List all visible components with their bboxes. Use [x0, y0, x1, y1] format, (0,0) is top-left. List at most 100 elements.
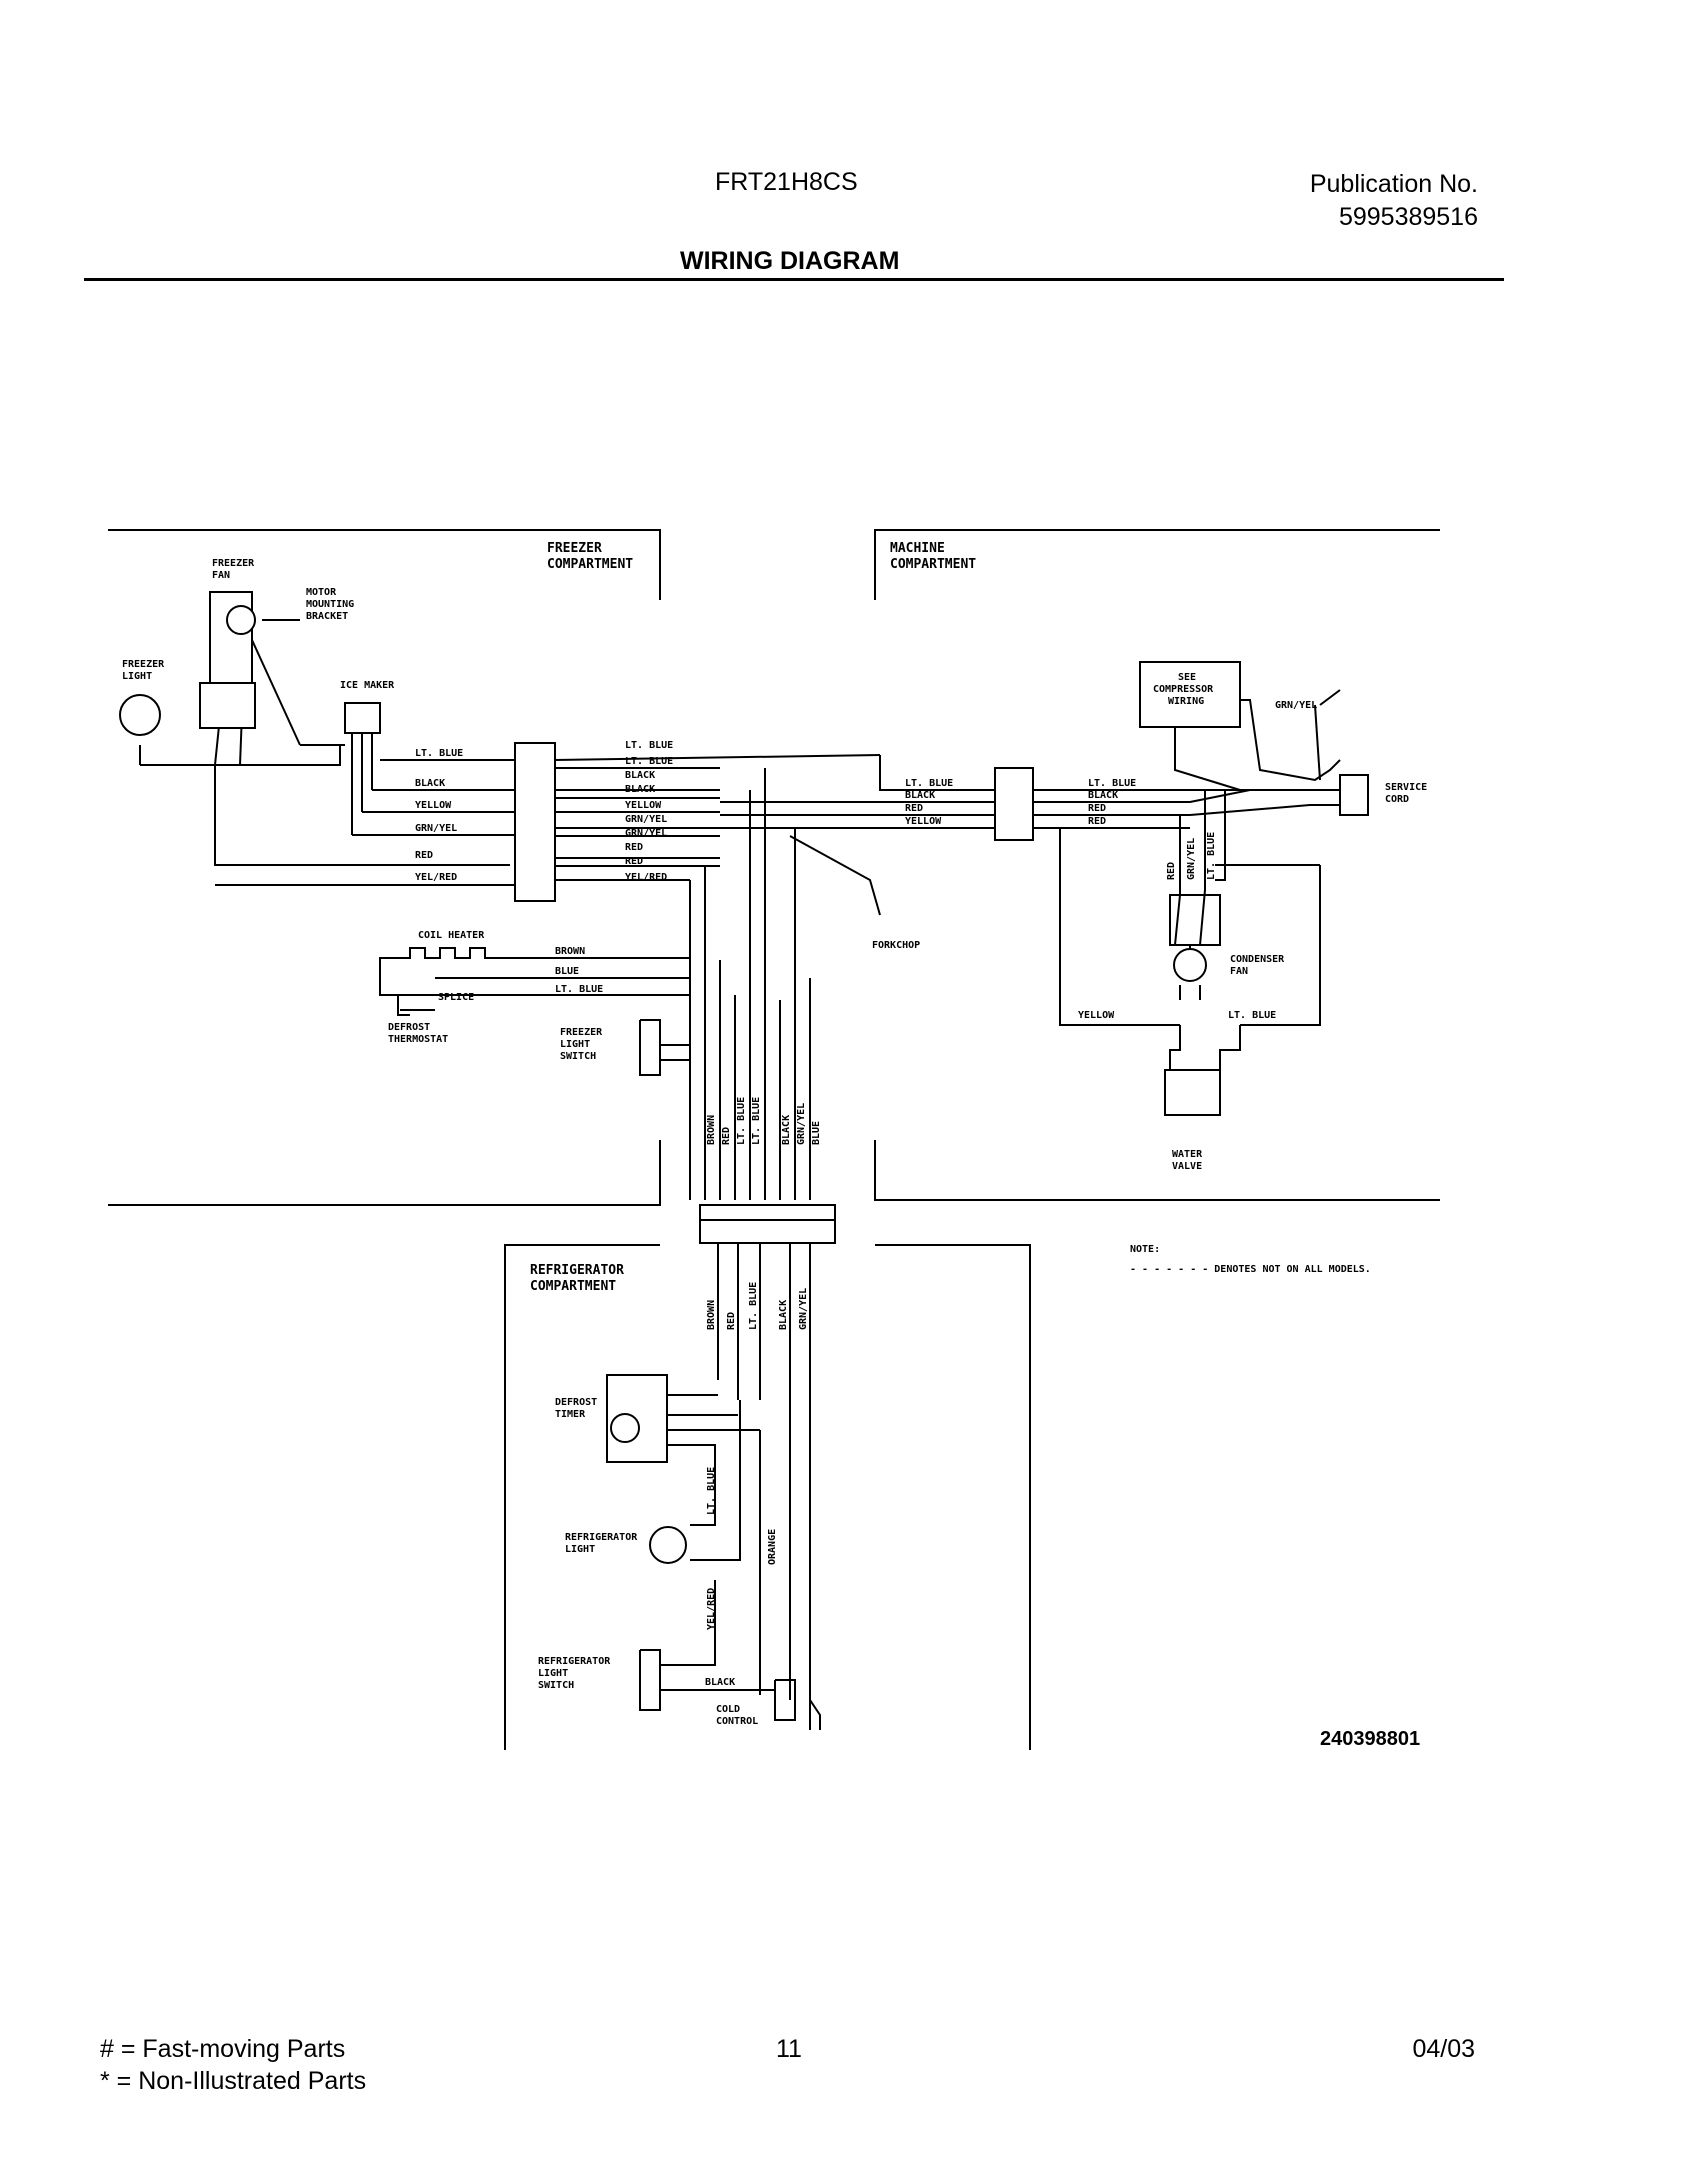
wire-label: LT. BLUE — [706, 1467, 717, 1515]
wire-label: LT. BLUE — [1228, 1010, 1276, 1021]
wire-label: BLACK — [781, 1115, 792, 1145]
wire-label: RED — [905, 803, 923, 814]
wire-label: YEL/RED — [706, 1588, 717, 1630]
wire-label: LT. BLUE — [625, 756, 673, 767]
water-valve-body — [1164, 1069, 1221, 1116]
freezer-fan-label: FREEZER — [212, 558, 255, 569]
legend-fast-moving: # = Fast-moving Parts — [100, 2035, 346, 2063]
note-block: NOTE: - - - - - - - DENOTES NOT ON ALL M… — [1130, 1244, 1371, 1275]
wire-label: LT. BLUE — [555, 984, 603, 995]
wire-labels: LT. BLUE BLACK YELLOW GRN/YEL RED YEL/RE… — [415, 700, 1317, 1688]
machine-compartment-label: MACHINE — [890, 541, 945, 556]
machine-compartment-label-2: COMPARTMENT — [890, 557, 976, 572]
note-label: NOTE: — [1130, 1244, 1160, 1255]
motor-label-3: BRACKET — [306, 611, 348, 622]
drawing-number: 240398801 — [1320, 1728, 1420, 1750]
wire-label: BROWN — [555, 946, 585, 957]
wire-label: LT. BLUE — [625, 740, 673, 751]
ice-maker-label: ICE MAKER — [340, 680, 395, 691]
condenser-fan-label-2: FAN — [1230, 966, 1248, 977]
wire-label: LT. BLUE — [1088, 778, 1136, 789]
service-cord-label-2: CORD — [1385, 794, 1409, 805]
page-number: 11 — [776, 2035, 802, 2063]
wire-label: RED — [415, 850, 433, 861]
freezer-fan-label-2: FAN — [212, 570, 230, 581]
service-cord-label: SERVICE — [1385, 782, 1427, 793]
publication-number: 5995389516 — [1338, 203, 1478, 231]
freezer-compartment-label: FREEZER — [547, 541, 602, 556]
ice-maker-plug — [344, 702, 381, 734]
title-rule — [84, 278, 1504, 281]
defrost-thermostat-label-2: THERMOSTAT — [388, 1034, 448, 1045]
wire-label: BLACK — [625, 784, 655, 795]
wire-label: BROWN — [706, 1115, 717, 1145]
freezer-light-bulb — [119, 694, 161, 736]
freezer-compartment-label-2: COMPARTMENT — [547, 557, 633, 572]
wire-label: GRN/YEL — [798, 1288, 809, 1330]
defrost-timer-label-2: TIMER — [555, 1409, 586, 1420]
compartment-labels: FREEZER COMPARTMENT MACHINE COMPARTMENT … — [530, 541, 976, 1294]
wire-label: BLUE — [811, 1121, 822, 1145]
wire-label: BLUE — [555, 966, 579, 977]
publication-block: Publication No. 5995389516 — [1310, 168, 1478, 234]
wire-label: BLACK — [415, 778, 445, 789]
wire-label: RED — [726, 1312, 737, 1330]
freezer-light-switch-label-3: SWITCH — [560, 1051, 596, 1062]
wire-label: RED — [1088, 803, 1106, 814]
wire-label: RED — [625, 856, 643, 867]
wire-label: RED — [1088, 816, 1106, 827]
wire-label: YELLOW — [415, 800, 452, 811]
cold-control-label: COLD — [716, 1704, 740, 1715]
wires — [139, 591, 1369, 1730]
condenser-fan-motor — [1173, 948, 1207, 982]
refrigerator-light-label-2: LIGHT — [565, 1544, 595, 1555]
wire-label: BLACK — [625, 770, 655, 781]
wire-label: YELLOW — [905, 816, 942, 827]
wire-label: YELLOW — [625, 800, 662, 811]
legend-non-illustrated: * = Non-Illustrated Parts — [100, 2067, 367, 2095]
defrost-timer-label: DEFROST — [555, 1397, 597, 1408]
left-connector — [514, 742, 556, 902]
wire-label: YEL/RED — [625, 872, 667, 883]
defrost-timer-motor — [610, 1413, 640, 1443]
compressor-note-label-3: WIRING — [1168, 696, 1204, 707]
wire-label: YEL/RED — [415, 872, 457, 883]
wire-label: LT. BLUE — [751, 1097, 762, 1145]
wire-label: BLACK — [778, 1300, 789, 1330]
wire-label: RED — [1166, 862, 1177, 880]
page-title: WIRING DIAGRAM — [680, 247, 900, 275]
wire-label: LT. BLUE — [905, 778, 953, 789]
forkchop-label: FORKCHOP — [872, 940, 920, 951]
freezer-fan-motor — [226, 605, 256, 635]
compressor-note-label: SEE — [1178, 672, 1196, 683]
symbols — [119, 605, 1207, 1564]
wire-label: LT. BLUE — [748, 1282, 759, 1330]
wire-label: LT. BLUE — [736, 1097, 747, 1145]
component-labels: FREEZER FAN MOTOR MOUNTING BRACKET FREEZ… — [122, 558, 1427, 1727]
wire-label: LT. BLUE — [1206, 832, 1217, 880]
publication-label: Publication No. — [1309, 170, 1478, 198]
model-number: FRT21H8CS — [715, 168, 858, 196]
wire-label: LT. BLUE — [415, 748, 463, 759]
wire-label: GRN/YEL — [1275, 700, 1317, 711]
refrigerator-light-switch-label-3: SWITCH — [538, 1680, 574, 1691]
freezer-light-switch-label: FREEZER — [560, 1027, 603, 1038]
condenser-fan-label: CONDENSER — [1230, 954, 1285, 965]
compressor-note-label-2: COMPRESSOR — [1153, 684, 1214, 695]
service-cord-plug — [1339, 774, 1369, 816]
coil-heater-label: COIL HEATER — [418, 930, 485, 941]
refrigerator-light-switch-label-2: LIGHT — [538, 1668, 568, 1679]
wire-label: YELLOW — [1078, 1010, 1115, 1021]
compressor-note-box — [1139, 661, 1241, 728]
compartment-borders — [108, 529, 1440, 1750]
water-valve-label: WATER — [1172, 1149, 1203, 1160]
wire-label: ORANGE — [767, 1529, 778, 1565]
freezer-light-label-2: LIGHT — [122, 671, 152, 682]
wire-label: BROWN — [706, 1300, 717, 1330]
splice-label: SPLICE — [438, 992, 474, 1003]
cold-control-label-2: CONTROL — [716, 1716, 758, 1727]
wire-label: GRN/YEL — [415, 823, 457, 834]
defrost-thermostat-label: DEFROST — [388, 1022, 430, 1033]
machine-connector — [994, 767, 1034, 841]
